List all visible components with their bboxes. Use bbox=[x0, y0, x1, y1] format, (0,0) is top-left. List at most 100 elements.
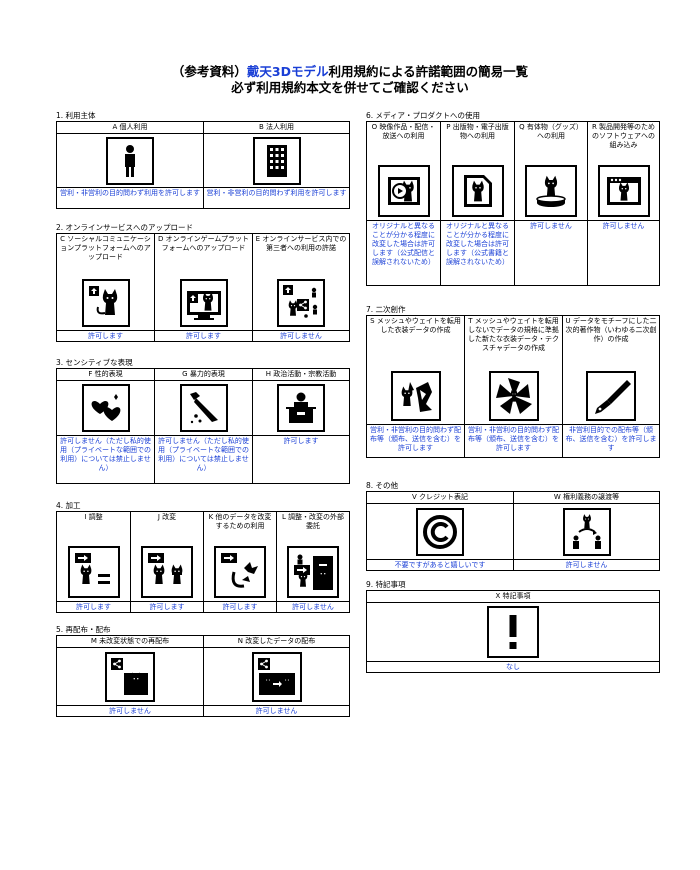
permission-grid: M 未改変状態での再配布 許可しません N 改変したデータの配布 許可しません bbox=[56, 635, 350, 717]
permission-grid: S メッシュやウェイトを転用した衣装データの作成 営利・非営利の目的問わず配布等… bbox=[366, 315, 660, 458]
col-footer: オリジナルと異なることが分かる程度に改変した場合は許可します（公式配信と誤解され… bbox=[367, 220, 440, 285]
col-third-party-license: E オンラインサービス内での第三者への利用の許諾 許可しません bbox=[253, 234, 350, 341]
copyright-icon bbox=[416, 507, 464, 556]
section-heading: 4. 加工 bbox=[56, 501, 81, 510]
col-goods: Q 有体物（グッズ）への利用 許可しません bbox=[515, 122, 588, 285]
section-derivative-works: 7. 二次創作 S メッシュやウェイトを転用した衣装データの作成 営利・非営利の… bbox=[366, 304, 660, 458]
col-header: F 性的表現 bbox=[57, 369, 154, 381]
modify-icon bbox=[141, 546, 193, 598]
section-heading: 9. 特記事項 bbox=[366, 580, 406, 589]
col-footer: 許可しません bbox=[515, 220, 587, 285]
col-footer: 許可しません（ただし私的使用（プライベートな範囲での利用）については禁止しません… bbox=[57, 435, 154, 483]
col-footer: 営利・非営利の目的問わず利用を許可します bbox=[204, 187, 349, 208]
col-header: B 法人利用 bbox=[204, 122, 349, 134]
col-software: R 製品開発等のためのソフトウェアへの組み込み 許可しません bbox=[588, 122, 660, 285]
reuse-data-icon bbox=[214, 546, 266, 598]
col-footer: 許可します bbox=[131, 601, 203, 612]
col-footer: 営利・非営利の目的問わず利用を許可します bbox=[57, 187, 203, 208]
section-processing: 4. 加工 I 調整 許可します J 改変 許可します K 他のデータを改変する… bbox=[56, 500, 350, 613]
col-footer: 許可します bbox=[253, 435, 349, 483]
col-footer: 許可します bbox=[155, 330, 252, 341]
col-footer: 許可しません bbox=[277, 601, 349, 612]
col-secondary-creation: U データをモチーフにした二次的著作物（いわゆる二次創作）の作成 非営利目的での… bbox=[563, 316, 660, 457]
pen-icon bbox=[586, 371, 636, 421]
col-redistribute: M 未改変状態での再配布 許可しません bbox=[57, 636, 204, 716]
costume-icon bbox=[390, 371, 441, 421]
col-header: D オンラインゲームプラットフォームへのアップロード bbox=[158, 235, 249, 252]
col-publication: P 出版物・電子出版物への利用 オリジナルと異なることが分かる程度に改変した場合… bbox=[441, 122, 515, 285]
col-header: O 映像作品・配信・放送への利用 bbox=[371, 123, 436, 140]
col-header: E オンラインサービス内での第三者への利用の許諾 bbox=[255, 235, 347, 252]
section-heading: 2. オンラインサービスへのアップロード bbox=[56, 223, 194, 232]
podium-icon bbox=[277, 384, 325, 432]
col-footer: 営利・非営利の目的問わず配布等（頒布、送信を含む）を許可します bbox=[465, 424, 562, 457]
col-transfer-rights: W 権利義務の譲渡等 許可しません bbox=[514, 492, 660, 570]
section-heading: 6. メディア・プロダクトへの使用 bbox=[366, 111, 481, 120]
distribute-modified-icon bbox=[251, 651, 302, 702]
section-special-notes: 9. 特記事項 X 特記事項 なし bbox=[366, 579, 660, 673]
col-distribute-modified: N 改変したデータの配布 許可しません bbox=[204, 636, 350, 716]
section-heading: 8. その他 bbox=[366, 481, 399, 490]
section-sensitive-expression: 3. センシティブな表現 F 性的表現 許可しません（ただし私的使用（プライベー… bbox=[56, 357, 350, 484]
section-online-upload: 2. オンラインサービスへのアップロード C ソーシャルコミュニケーションプラッ… bbox=[56, 222, 350, 342]
col-political-religious: H 政治活動・宗教活動 許可します bbox=[253, 369, 350, 483]
col-header: T メッシュやウェイトを転用しないでデータの規格に準拠した新たな衣装データ・テク… bbox=[468, 317, 559, 352]
col-sexual-expression: F 性的表現 許可しません（ただし私的使用（プライベートな範囲での利用）について… bbox=[57, 369, 155, 483]
section-heading: 3. センシティブな表現 bbox=[56, 358, 133, 367]
col-header: A 個人利用 bbox=[57, 122, 203, 134]
col-video: O 映像作品・配信・放送への利用 オリジナルと異なることが分かる程度に改変した場… bbox=[367, 122, 441, 285]
col-adjust: I 調整 許可します bbox=[57, 512, 131, 612]
col-personal-use: A 個人利用 営利・非営利の目的問わず利用を許可します bbox=[57, 122, 204, 208]
col-credit-notation: V クレジット表記 不要ですがあると嬉しいです bbox=[367, 492, 514, 570]
col-footer: 許可しません（ただし私的使用（プライベートな範囲での利用）については禁止しません… bbox=[155, 435, 252, 483]
knife-icon bbox=[179, 384, 228, 432]
col-footer: 非営利目的での配布等（頒布、送信を含む）を許可します bbox=[563, 424, 659, 457]
col-footer: オリジナルと異なることが分かる程度に改変した場合は許可します（公式書籍と誤解され… bbox=[441, 220, 514, 285]
game-upload-icon bbox=[179, 279, 228, 327]
permission-grid: C ソーシャルコミュニケーションプラットフォームへのアップロード 許可します D… bbox=[56, 233, 350, 342]
col-footer: 不要ですがあると嬉しいです bbox=[367, 559, 513, 570]
col-header: W 権利義務の譲渡等 bbox=[514, 492, 659, 504]
col-header: G 暴力的表現 bbox=[155, 369, 252, 381]
col-header: Q 有体物（グッズ）への利用 bbox=[519, 123, 583, 140]
permission-grid: O 映像作品・配信・放送への利用 オリジナルと異なることが分かる程度に改変した場… bbox=[366, 121, 660, 286]
page-title: （参考資料）戴天3Dモデル利用規約による許諾範囲の簡易一覧 bbox=[0, 61, 700, 80]
section-other: 8. その他 V クレジット表記 不要ですがあると嬉しいです W 権利義務の譲渡… bbox=[366, 480, 660, 571]
col-social-upload: C ソーシャルコミュニケーションプラットフォームへのアップロード 許可します bbox=[57, 234, 155, 341]
col-header: V クレジット表記 bbox=[367, 492, 513, 504]
col-header: P 出版物・電子出版物への利用 bbox=[446, 123, 509, 140]
col-header: I 調整 bbox=[84, 513, 103, 521]
permission-grid: X 特記事項 なし bbox=[366, 590, 660, 673]
col-header: M 未改変状態での再配布 bbox=[57, 636, 203, 648]
social-upload-icon bbox=[81, 279, 130, 327]
section-redistribution: 5. 再配布・配布 M 未改変状態での再配布 許可しません N 改変したデータの… bbox=[56, 624, 350, 717]
col-outsource: L 調整・改変の外部委託 許可しません bbox=[277, 512, 350, 612]
permission-grid: F 性的表現 許可しません（ただし私的使用（プライベートな範囲での利用）について… bbox=[56, 368, 350, 484]
building-icon bbox=[252, 136, 301, 185]
col-header: U データをモチーフにした二次的著作物（いわゆる二次創作）の作成 bbox=[565, 317, 657, 343]
col-footer: 許可しません bbox=[514, 559, 659, 570]
redistribute-icon bbox=[105, 651, 155, 702]
col-header: C ソーシャルコミュニケーションプラットフォームへのアップロード bbox=[60, 235, 151, 261]
transfer-icon bbox=[562, 507, 611, 556]
col-footer: 許可します bbox=[57, 601, 130, 612]
col-footer: 許可しません bbox=[588, 220, 659, 285]
col-footer: 営利・非営利の目的問わず配布等（頒布、送信を含む）を許可します bbox=[367, 424, 464, 457]
publication-icon bbox=[451, 165, 504, 217]
title-prefix: （参考資料） bbox=[171, 64, 247, 79]
hearts-icon bbox=[81, 384, 130, 432]
col-header: N 改変したデータの配布 bbox=[204, 636, 349, 648]
title-suffix: 利用規約による許諾範囲の簡易一覧 bbox=[328, 64, 529, 79]
col-special-notes: X 特記事項 なし bbox=[367, 591, 660, 672]
texture-icon bbox=[488, 371, 539, 421]
col-reuse-data: K 他のデータを改変するための利用 許可します bbox=[204, 512, 277, 612]
col-violent-expression: G 暴力的表現 許可しません（ただし私的使用（プライベートな範囲での利用）につい… bbox=[155, 369, 253, 483]
col-footer: 許可しません bbox=[204, 705, 349, 716]
col-new-costume-texture: T メッシュやウェイトを転用しないでデータの規格に準拠した新たな衣装データ・テク… bbox=[465, 316, 563, 457]
col-header: R 製品開発等のためのソフトウェアへの組み込み bbox=[591, 123, 656, 149]
adjust-icon bbox=[67, 546, 120, 598]
software-icon bbox=[597, 165, 650, 217]
col-footer: 許可します bbox=[57, 330, 154, 341]
section-media-products: 6. メディア・プロダクトへの使用 O 映像作品・配信・放送への利用 オリジナル… bbox=[366, 110, 660, 286]
col-header: S メッシュやウェイトを転用した衣装データの作成 bbox=[370, 317, 461, 334]
